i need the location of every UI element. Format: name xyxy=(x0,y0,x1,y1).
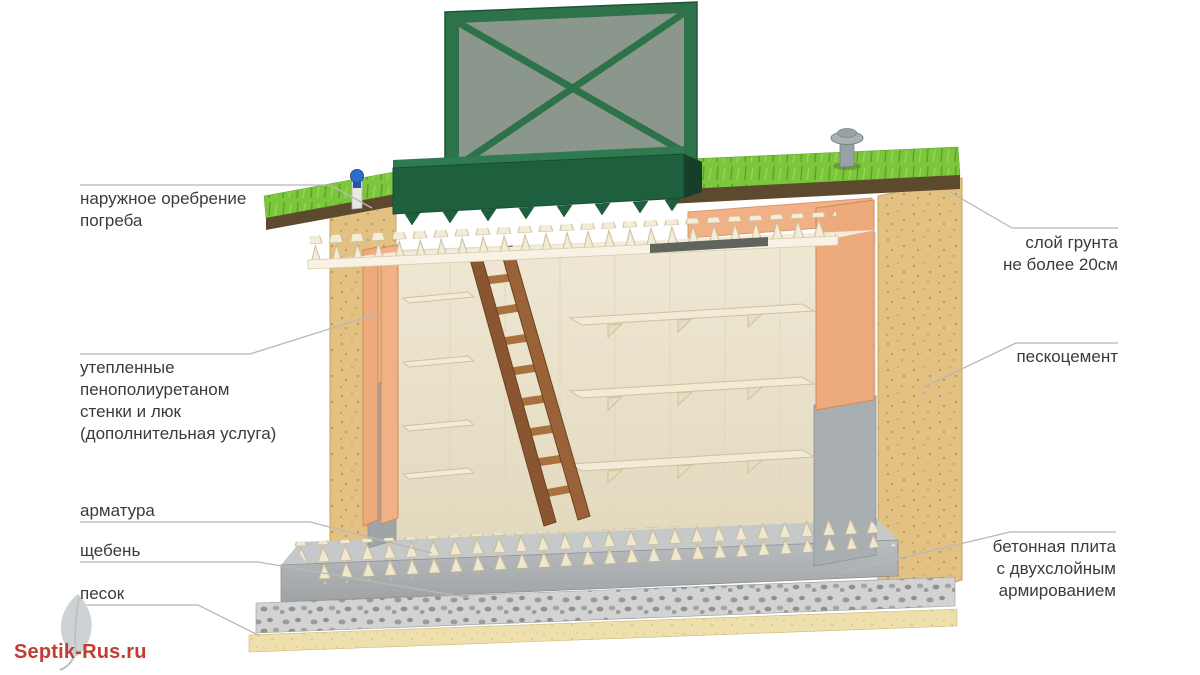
leader-concrete-slab xyxy=(841,531,1116,573)
leader-sand-cement xyxy=(923,342,1118,388)
vent-pipe xyxy=(830,128,864,170)
label-concrete-slab: бетонная плита с двухслойным армирование… xyxy=(992,537,1116,601)
back-wall xyxy=(396,232,876,540)
label-rebar: арматура xyxy=(80,501,155,520)
label-insulated-walls: утепленные пенополиуретаном стенки и люк… xyxy=(80,358,277,444)
leaf-icon xyxy=(59,594,92,671)
ceiling-ribs xyxy=(307,212,876,270)
ladder xyxy=(467,245,591,527)
leader-outer-ribbing xyxy=(80,184,373,209)
hatch-lid xyxy=(444,1,698,178)
leader-soil-layer xyxy=(949,191,1118,229)
label-soil-layer: слой грунта не более 20см xyxy=(1002,233,1118,275)
watermark-brand: Septik-Rus.ru xyxy=(14,641,147,663)
shelves xyxy=(401,291,816,485)
label-sand: песок xyxy=(80,584,125,603)
leader-sand xyxy=(80,604,261,637)
leader-lines xyxy=(80,184,1118,637)
label-crushed-stone: щебень xyxy=(80,541,141,560)
rebar-spikes xyxy=(290,518,896,584)
sand-layer xyxy=(248,608,958,653)
leader-rebar xyxy=(80,521,433,554)
intake-pipe xyxy=(350,169,364,210)
gravel-layer xyxy=(255,576,956,634)
metal-channel xyxy=(650,237,768,253)
leader-insulated-walls xyxy=(80,312,381,355)
leader-crushed-stone xyxy=(80,561,471,599)
label-sand-cement: пескоцемент xyxy=(1016,347,1118,366)
hatch-collar xyxy=(392,146,702,226)
label-outer-ribbing: наружное оребрение погреба xyxy=(80,189,247,231)
